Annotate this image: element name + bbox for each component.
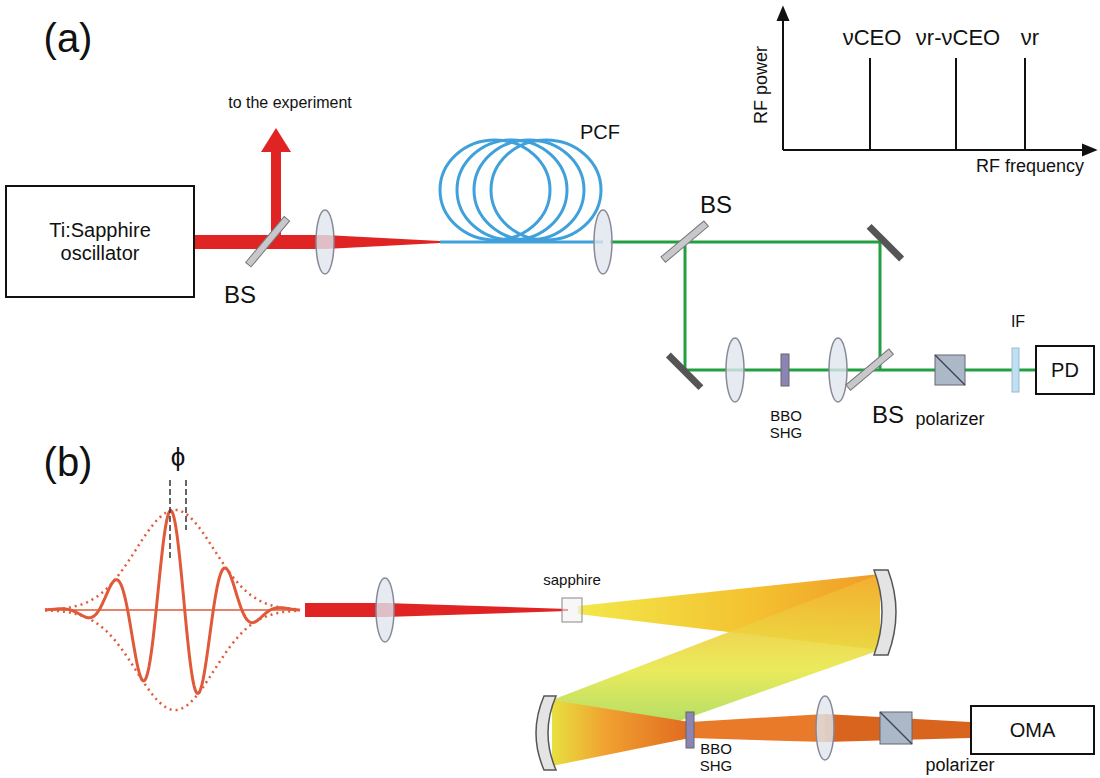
box-label: PD (1051, 359, 1079, 382)
frequency-label: νCEO (843, 26, 902, 50)
polarizer-label: polarizer (915, 410, 984, 430)
laser-box: Ti:Sapphire oscillator (5, 185, 195, 298)
crystal-label: BBO SHG (696, 741, 736, 774)
box-label: Ti:Sapphire oscillator (11, 219, 189, 265)
splitter-label: BS (872, 402, 904, 428)
crystal-label: BBO SHG (766, 408, 806, 441)
crystal-label: sapphire (543, 572, 601, 589)
panel-letter: (b) (44, 440, 93, 484)
filter-label: IF (1011, 313, 1025, 331)
frequency-label: νr (1021, 26, 1039, 50)
axis-label: RF power (752, 46, 772, 124)
splitter-label: BS (224, 282, 256, 308)
box-label: OMA (1010, 719, 1056, 742)
beam-label: to the experiment (228, 94, 352, 112)
analyzer-box: OMA (970, 705, 1095, 755)
polarizer-label: polarizer (925, 756, 994, 776)
axis-label: RF frequency (976, 157, 1084, 177)
fiber-label: PCF (580, 121, 620, 143)
splitter-label: BS (700, 192, 732, 218)
phase-symbol: ϕ (171, 443, 186, 472)
frequency-label: νr-νCEO (916, 26, 1000, 50)
panel-letter: (a) (44, 16, 93, 60)
detector-box: PD (1035, 345, 1095, 395)
